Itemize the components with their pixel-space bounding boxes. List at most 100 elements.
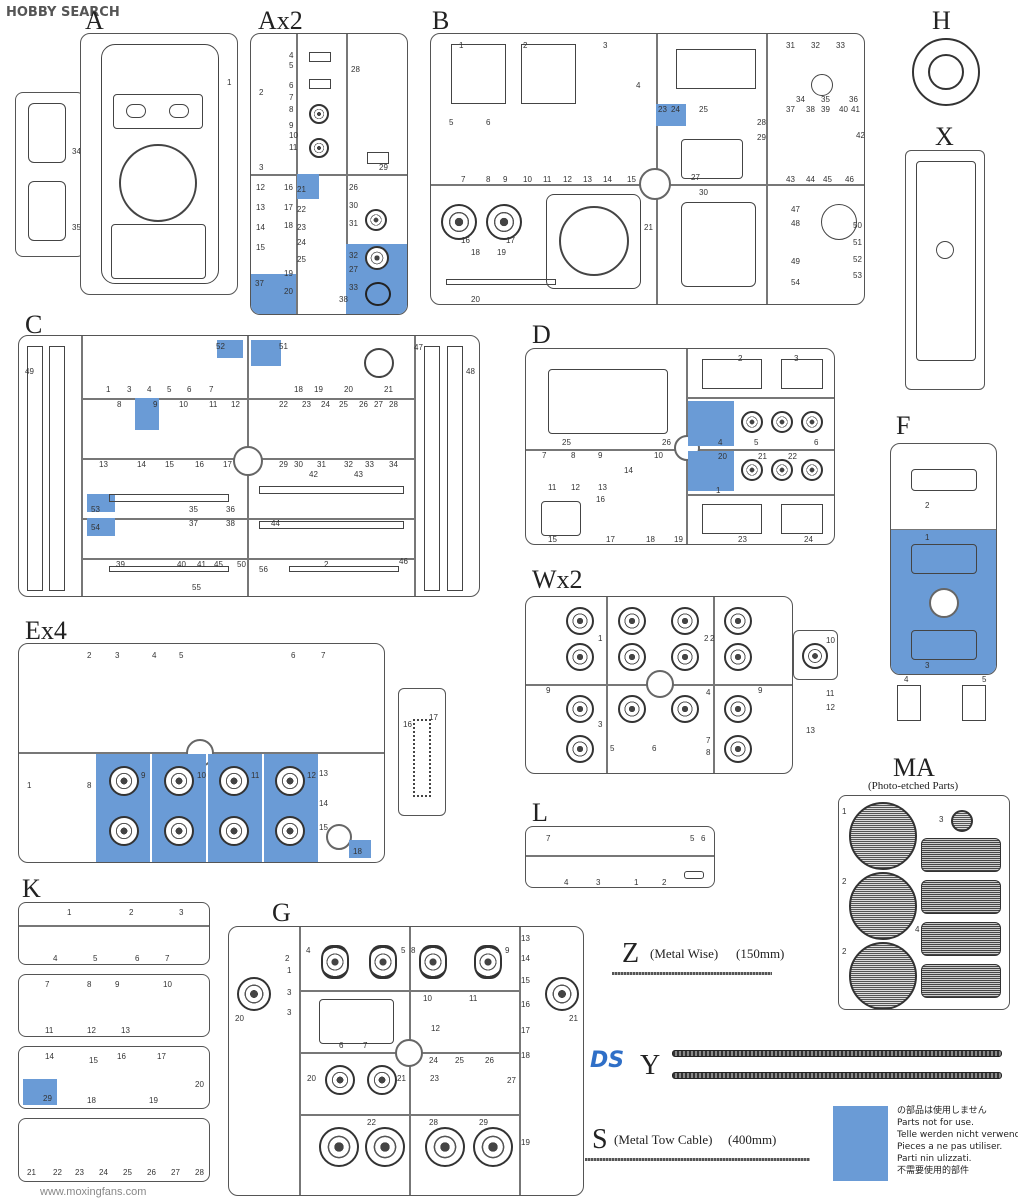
ds-track-part — [672, 1050, 1002, 1057]
ds-track-part — [672, 1072, 1002, 1079]
part — [367, 152, 389, 164]
part-number: 33 — [365, 460, 374, 469]
part-number: 51 — [279, 342, 288, 351]
part — [309, 79, 331, 89]
sprue-g-label: G — [272, 898, 291, 927]
part-number: 29 — [479, 1118, 488, 1127]
part-number: 25 — [699, 105, 708, 114]
part-number: 30 — [349, 201, 358, 210]
part-number: 21 — [27, 1168, 36, 1177]
part-number: 45 — [823, 175, 832, 184]
part-number: 52 — [853, 255, 862, 264]
part-number: 49 — [791, 257, 800, 266]
runner — [251, 174, 407, 176]
part-number: 53 — [853, 271, 862, 280]
part-number: 2 — [710, 634, 715, 643]
part-number: 26 — [662, 438, 671, 447]
part-number: 21 — [397, 1074, 406, 1083]
wheel-part — [741, 411, 763, 433]
part-number: 48 — [466, 367, 475, 376]
part-number: 40 — [839, 105, 848, 114]
sprue-gate — [639, 168, 671, 200]
sprue-g-frame: 4 5 8 9 2 1 3 3 20 21 7 6 10 11 12 13 14… — [228, 926, 584, 1196]
part-number: 46 — [845, 175, 854, 184]
part-number: 9 — [153, 400, 158, 409]
sprue-a-frame: 1 — [80, 33, 238, 295]
part-number: 33 — [836, 41, 845, 50]
part — [319, 999, 394, 1044]
part-number: 10 — [289, 131, 298, 140]
part-number: 5 — [401, 946, 406, 955]
part-number: 17 — [223, 460, 232, 469]
part-number: 9 — [503, 175, 508, 184]
sprue-wx2-side-frame: 10 — [793, 630, 838, 680]
sprue-gate — [233, 446, 263, 476]
part-number: 39 — [116, 560, 125, 569]
part-number: 33 — [349, 283, 358, 292]
not-used-highlight — [349, 840, 371, 858]
part-number: 14 — [603, 175, 612, 184]
turret-ring-part — [119, 144, 197, 222]
part — [541, 501, 581, 536]
part-number: 25 — [339, 400, 348, 409]
wheel-part — [741, 459, 763, 481]
sprocket-part — [365, 1127, 405, 1167]
ds-track-letter: Y — [640, 1050, 661, 1081]
part-number: 16 — [117, 1052, 126, 1061]
part-number: 11 — [543, 175, 552, 184]
part-number: 2 — [738, 354, 743, 363]
part-number: 4 — [718, 438, 723, 447]
sprue-ax2-frame: 4 5 2 3 6 7 8 9 10 11 12 13 14 15 16 17 … — [250, 33, 408, 315]
part-number: 28 — [429, 1118, 438, 1127]
part-number: 24 — [99, 1168, 108, 1177]
part-number: 4 — [904, 675, 909, 684]
mesh-screen-part — [849, 872, 917, 940]
part-number: 7 — [363, 1041, 368, 1050]
part-number: 3 — [287, 1008, 292, 1017]
tow-cable-part — [585, 1158, 810, 1161]
part-number: 12 — [431, 1024, 440, 1033]
part-number: 14 — [45, 1052, 54, 1061]
wheel-part — [365, 246, 389, 270]
part-number: 11 — [826, 689, 835, 698]
part-number: 26 — [359, 400, 368, 409]
part-number: 7 — [45, 980, 50, 989]
part-number: 23 — [302, 400, 311, 409]
part-number: 2 — [925, 501, 930, 510]
part-number: 6 — [339, 1041, 344, 1050]
part-number: 13 — [521, 934, 530, 943]
mesh-screen-part — [849, 802, 917, 870]
part-number: 2 — [285, 954, 290, 963]
part-number: 10 — [523, 175, 532, 184]
road-wheel-part — [275, 766, 305, 796]
part-number: 26 — [147, 1168, 156, 1177]
sprue-k-frame-3: 14 16 17 29 18 19 20 15 — [18, 1046, 210, 1109]
part-number: 2 — [87, 651, 92, 660]
part — [546, 194, 641, 289]
part-number: 12 — [256, 183, 265, 192]
wheel-part — [801, 459, 823, 481]
tow-cable-letter: S — [592, 1124, 608, 1155]
not-used-highlight — [251, 274, 296, 314]
part-number: 31 — [349, 219, 358, 228]
part-number: 14 — [137, 460, 146, 469]
not-used-highlight — [251, 340, 281, 366]
part-number: 6 — [814, 438, 819, 447]
hatch-part — [28, 181, 66, 241]
part-number: 10 — [163, 980, 172, 989]
part-number: 2 — [842, 947, 847, 956]
wheel-part — [486, 204, 522, 240]
part-number: 20 — [284, 287, 293, 296]
part-number: 5 — [179, 651, 184, 660]
legend-line: Pieces a ne pas utiliser. — [897, 1142, 1003, 1152]
turret-part — [912, 38, 980, 106]
part-number: 38 — [806, 105, 815, 114]
sprue-ex4-label: Ex4 — [25, 616, 67, 645]
part-number: 28 — [351, 65, 360, 74]
part-number: 6 — [291, 651, 296, 660]
part-number: 11 — [251, 771, 260, 780]
part-number: 19 — [674, 535, 683, 544]
part-number: 11 — [209, 400, 218, 409]
mesh-screen-part — [849, 942, 917, 1009]
part-number: 16 — [461, 236, 470, 245]
